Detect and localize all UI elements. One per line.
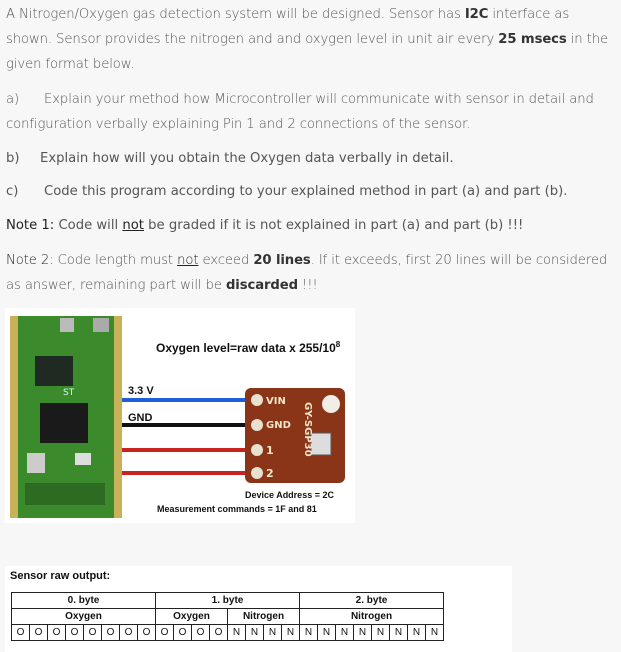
- bit-cell: N: [407, 624, 426, 641]
- bit-cell: O: [119, 624, 138, 641]
- question-a: a)Explain your method how Microcontrolle…: [6, 87, 617, 137]
- bit-cell: N: [227, 624, 246, 641]
- note-1-post: be graded if it is not explained in part…: [143, 218, 524, 233]
- group-header-row: Oxygen Oxygen Nitrogen Nitrogen: [11, 608, 444, 625]
- oxygen-formula: Oxygen level=raw data x 255/108: [156, 340, 341, 355]
- sensor-pin-gnd: GND: [266, 420, 291, 431]
- note-1: Note 1: Code will not be graded if it is…: [6, 213, 523, 238]
- bit-cell: N: [263, 624, 282, 641]
- i2c-label: I2C: [464, 7, 489, 22]
- wire-label-3v3: 3.3 V: [128, 385, 154, 397]
- bit-cell: O: [155, 624, 174, 641]
- intro-text-1: A Nitrogen/Oxygen gas detection system w…: [6, 7, 465, 22]
- sensor-output-title: Sensor raw output:: [10, 570, 111, 582]
- bit-cell: N: [371, 624, 390, 641]
- group-nitrogen-1: Nitrogen: [227, 608, 300, 625]
- bit-cell: N: [389, 624, 408, 641]
- bit-cell: N: [353, 624, 372, 641]
- question-a-text: Explain your method how Microcontroller …: [6, 92, 594, 132]
- bit-cell: O: [11, 624, 30, 641]
- note-2-mid: exceed: [198, 253, 254, 268]
- bit-cell: N: [317, 624, 336, 641]
- note-2-end: !!!: [297, 278, 318, 293]
- sensor-pin-vin: VIN: [266, 396, 286, 407]
- sensor-output-panel: Sensor raw output: 0. byte 1. byte 2. by…: [5, 566, 512, 652]
- measurement-commands: Measurement commands = 1F and 81: [157, 504, 317, 514]
- group-oxygen-0: Oxygen: [11, 608, 156, 625]
- bit-cell: O: [173, 624, 192, 641]
- sensor-output-table: 0. byte 1. byte 2. byte Oxygen Oxygen Ni…: [11, 592, 444, 641]
- intro-text-3: in the given format below.: [6, 32, 608, 72]
- sensor-pin-1: 1: [266, 444, 274, 457]
- bit-cell: N: [245, 624, 264, 641]
- sensor-name: GY-SGP30: [302, 402, 313, 457]
- note-2-discard: discarded: [225, 278, 298, 293]
- bit-cell: O: [191, 624, 210, 641]
- bit-cell: O: [83, 624, 102, 641]
- note-1-emph: not: [122, 218, 144, 233]
- bit-cell: O: [209, 624, 228, 641]
- note-2-emph: not: [177, 253, 199, 268]
- group-oxygen-1: Oxygen: [155, 608, 228, 625]
- note-2-pre: Code length must: [53, 253, 178, 268]
- wiring-diagram-svg: ST VIN GND 1 2 GY-SGP30 Oxygen level=raw…: [10, 316, 345, 518]
- note-2-post: . If it exceeds, first 20 lines will be …: [6, 253, 608, 293]
- bit-cell: O: [137, 624, 156, 641]
- bit-cell: N: [335, 624, 354, 641]
- bit-cell: N: [299, 624, 318, 641]
- interval-label: 25 msecs: [498, 32, 567, 47]
- sensor-module: VIN GND 1 2 GY-SGP30: [245, 388, 345, 483]
- wiring-diagram: ST VIN GND 1 2 GY-SGP30 Oxygen level=raw…: [5, 308, 355, 523]
- device-address: Device Address = 2C: [245, 490, 334, 500]
- question-b-text: Explain how will you obtain the Oxygen d…: [40, 151, 454, 166]
- sensor-pin-2: 2: [266, 467, 274, 480]
- wire-label-gnd: GND: [128, 412, 153, 424]
- note-2-limit: 20 lines: [253, 253, 311, 268]
- question-a-label: a): [6, 92, 20, 107]
- byte-1-header: 1. byte: [155, 592, 300, 609]
- microcontroller-board: ST: [10, 316, 122, 518]
- svg-text:ST: ST: [63, 388, 75, 398]
- intro-paragraph: A Nitrogen/Oxygen gas detection system w…: [6, 2, 617, 77]
- bit-cell: O: [101, 624, 120, 641]
- question-c-label: c): [6, 184, 19, 199]
- group-nitrogen-2: Nitrogen: [299, 608, 444, 625]
- note-1-label: Note 1:: [6, 218, 55, 233]
- bit-cell: N: [281, 624, 300, 641]
- byte-header-row: 0. byte 1. byte 2. byte: [11, 592, 444, 609]
- note-1-pre: Code will: [54, 218, 123, 233]
- note-2-label: Note 2:: [6, 253, 54, 268]
- byte-0-header: 0. byte: [11, 592, 156, 609]
- question-b-label: b): [6, 151, 20, 166]
- question-c: c) Code this program according to your ex…: [6, 179, 568, 204]
- question-b: b) Explain how will you obtain the Oxygen…: [6, 146, 454, 171]
- byte-2-header: 2. byte: [299, 592, 444, 609]
- bit-cell: O: [47, 624, 66, 641]
- bit-cell: O: [29, 624, 48, 641]
- bit-cell: N: [425, 624, 444, 641]
- note-2: Note 2: Code length must not exceed 20 l…: [6, 248, 617, 298]
- intro-text-2: interface as shown. Sensor provides the …: [6, 7, 570, 47]
- question-c-text: Code this program according to your expl…: [44, 184, 568, 199]
- bit-cell: O: [65, 624, 84, 641]
